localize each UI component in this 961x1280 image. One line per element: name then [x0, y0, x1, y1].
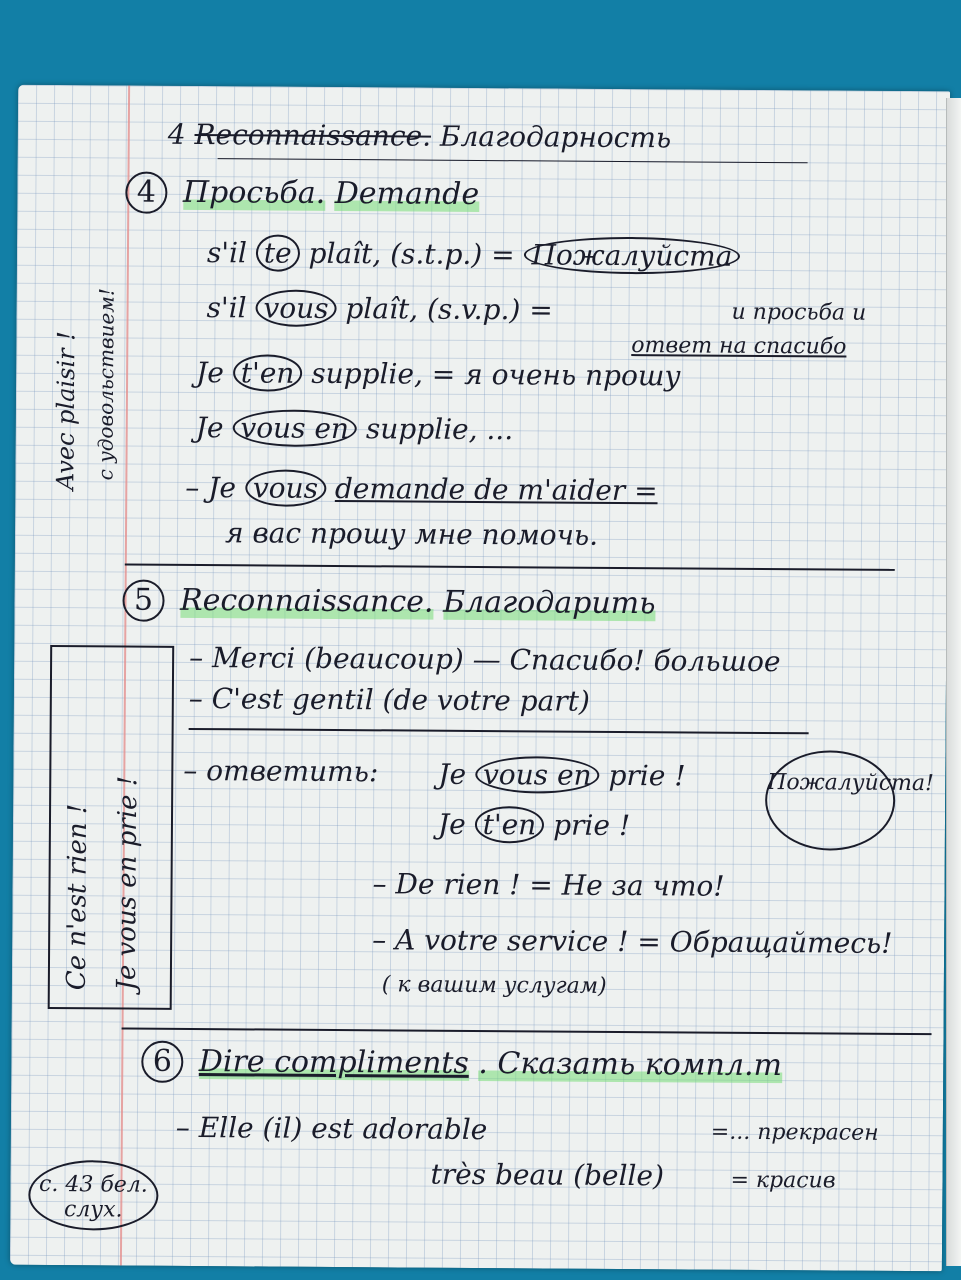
header-underline — [217, 158, 808, 164]
svp-word: s'il — [206, 291, 247, 325]
svp-rest: plaît, (s.v.p.) — [345, 292, 521, 327]
note-answer: ответ на спасибо — [631, 333, 847, 360]
section5-number: 5 — [122, 579, 165, 622]
supp2-line: Je vous en supplie, ... — [195, 409, 514, 448]
supp1-circled: t'en — [232, 354, 303, 392]
supp1-line: Je t'en supplie, = я очень прошу — [196, 354, 681, 393]
svp-eq: = — [529, 293, 553, 327]
side-box-line2: Je vous en prie ! — [111, 775, 144, 991]
merci-line: – Merci (beaucoup) — Спасибо! большое — [189, 640, 781, 679]
demande-ru: я вас прошу мне помочь. — [224, 516, 599, 552]
supp2-rest: supplie, ... — [365, 412, 514, 447]
reply2-rest: prie ! — [553, 808, 631, 843]
supp2-circled: vous en — [232, 409, 358, 448]
header-fr: Reconnaissance. — [194, 117, 432, 153]
reply2-word: Je — [437, 807, 466, 841]
header-number: 4 — [167, 117, 186, 151]
section4-title-fr: Demande — [334, 175, 480, 212]
supp1-word: Je — [196, 356, 225, 390]
elle-line: – Elle (il) est adorable — [175, 1110, 488, 1147]
stp-eq: = — [491, 238, 515, 272]
supp1-rest: supplie, — [311, 356, 424, 391]
notebook-spine — [946, 98, 961, 1266]
tres-ru: = красив — [730, 1167, 836, 1194]
elle-ru: =... прекрасен — [710, 1119, 879, 1146]
header-line: 4 Reconnaissance. Благодарность — [168, 118, 672, 155]
section4-title: 4 Просьба. Demande — [125, 171, 480, 216]
demande-rest: demande de m'aider = — [334, 471, 658, 508]
stp-word: s'il — [206, 236, 248, 270]
stp-ru: Пожалуйста — [523, 236, 741, 275]
supp1-ru: = я очень прошу — [431, 357, 681, 393]
divider-3 — [121, 1027, 932, 1036]
header-ru: Благодарность — [439, 119, 672, 155]
divider-2 — [188, 727, 809, 735]
reply2-line: Je t'en prie ! — [437, 805, 631, 844]
stp-circled: te — [255, 234, 300, 272]
side-box-line1: Ce n'est rien ! — [61, 803, 94, 991]
service-line: – A votre service ! = Обращайтесь! — [372, 923, 893, 960]
section6-title-ru: . Сказать компл.т — [478, 1045, 783, 1084]
reply2-circled: t'en — [474, 805, 545, 844]
notebook-page: 4 Reconnaissance. Благодарность 4 Просьб… — [9, 84, 951, 1272]
demande-word: – Je — [185, 470, 237, 505]
reply1-line: Je vous en prie ! — [438, 755, 686, 794]
section6-number: 6 — [141, 1040, 184, 1083]
side-note-fr: Avec plaisir ! — [51, 331, 81, 491]
stp-rest: plaît, (s.t.p.) — [308, 236, 483, 272]
divider-1 — [124, 563, 895, 571]
side-note-ru: с удовольствием! — [93, 287, 119, 481]
gentil-line: – C'est gentil (de votre part) — [188, 681, 590, 718]
section6-title: 6 Dire compliments . Сказать компл.т — [141, 1040, 783, 1087]
svp-line: s'il vous plaît, (s.v.p.) = — [206, 289, 553, 327]
reply-ru-oval: Пожалуйста! — [764, 749, 934, 851]
tres-line: très beau (belle) — [430, 1157, 665, 1193]
note-request: и просьба и — [731, 299, 867, 326]
service-ru: ( к вашим услугам) — [381, 972, 607, 999]
section5-title: 5 Reconnaissance. Благодарить — [122, 579, 656, 626]
svp-circled: vous — [255, 289, 337, 327]
reply1-circled: vous en — [474, 755, 600, 794]
reply1-word: Je — [438, 757, 467, 791]
section4-number: 4 — [125, 171, 168, 214]
section6-title-fr: Dire compliments — [198, 1044, 469, 1081]
footer-note: с. 43 бел. слух. — [28, 1159, 159, 1231]
stp-line: s'il te plaît, (s.t.p.) = Пожалуйста — [206, 234, 741, 275]
section5-title-ru: Благодарить — [442, 584, 656, 622]
section5-title-fr: Reconnaissance. — [179, 582, 434, 620]
demande-circled: vous — [244, 469, 327, 507]
section4-title-ru: Просьба. — [182, 174, 326, 211]
supp2-word: Je — [195, 411, 224, 445]
reply-label: – ответить: — [183, 753, 379, 789]
reply1-rest: prie ! — [608, 758, 686, 793]
derien-line: – De rien ! = Не за что! — [372, 867, 725, 903]
demande-line: – Je vous demande de m'aider = — [185, 469, 658, 508]
